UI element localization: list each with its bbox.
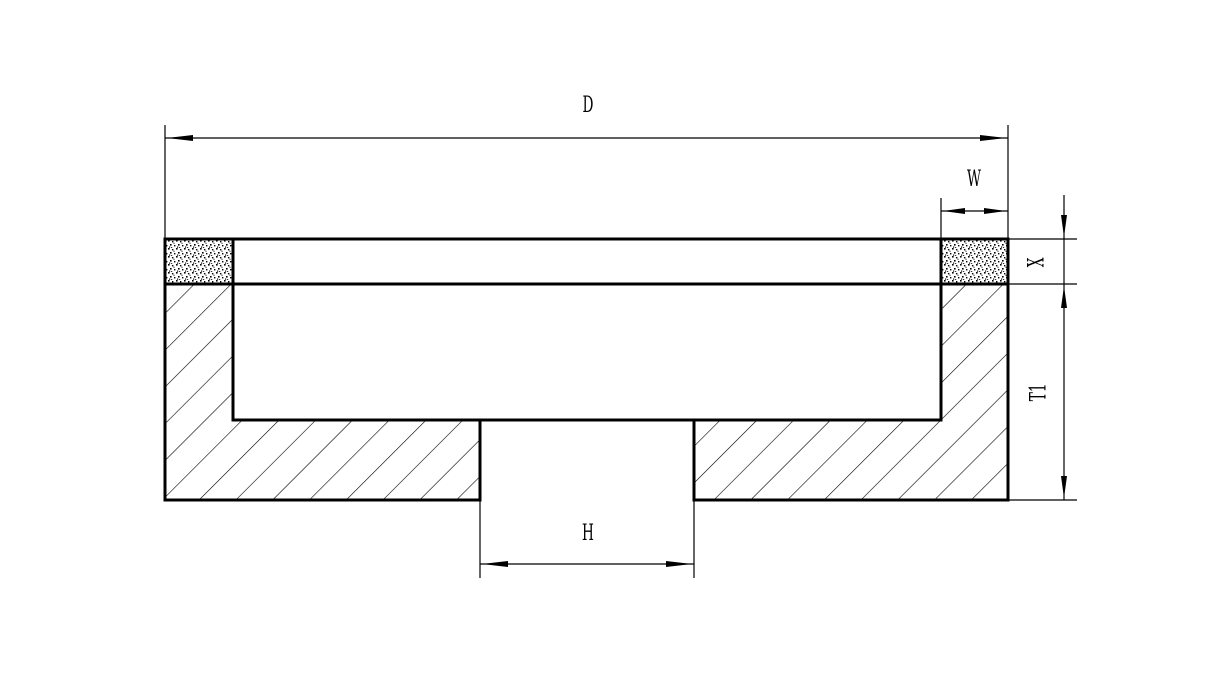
wheel-body-section bbox=[165, 284, 1008, 500]
dimension-x: X bbox=[1008, 195, 1077, 285]
dimension-w: W bbox=[940, 167, 1008, 239]
dimension-t1: T1 bbox=[1008, 284, 1077, 501]
dimension-d: D bbox=[164, 93, 1009, 239]
dimension-label-x: X bbox=[1024, 258, 1049, 268]
wheel-outline bbox=[163, 237, 1010, 502]
dimension-label-t1: T1 bbox=[1026, 383, 1051, 401]
dimension-h: H bbox=[479, 500, 695, 578]
dimension-label-d: D bbox=[583, 93, 594, 118]
abrasive-layer bbox=[165, 239, 1008, 284]
dimension-label-h: H bbox=[582, 521, 594, 546]
dimension-label-w: W bbox=[967, 167, 981, 192]
